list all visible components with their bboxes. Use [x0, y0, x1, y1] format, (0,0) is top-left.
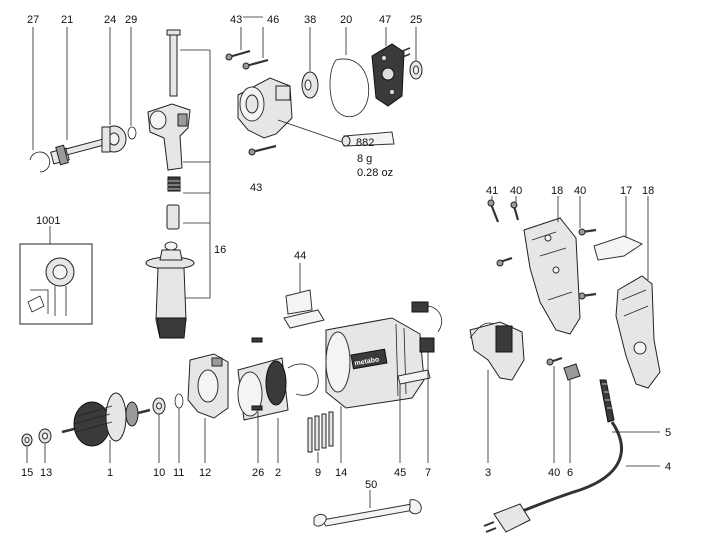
sleeve [166, 204, 180, 230]
callout-26: 26 [252, 467, 264, 479]
screw-46-top [242, 16, 269, 70]
callout-18-right: 18 [642, 185, 654, 197]
insulator-45 [397, 369, 431, 385]
ring-29 [127, 27, 137, 140]
switch-3 [469, 321, 525, 381]
handle-half-18-left [523, 217, 581, 335]
ball-bearing-24 [101, 27, 127, 153]
gear-38 [301, 27, 319, 99]
retaining-ring-27 [29, 27, 51, 173]
callout-17: 17 [620, 185, 632, 197]
handle-half-18-right [615, 275, 661, 389]
grease-tube [277, 119, 395, 147]
side-handle [145, 241, 195, 339]
washer-15 [21, 433, 33, 447]
label-plate-44 [283, 263, 325, 329]
callout-20: 20 [340, 14, 352, 26]
callout-2: 2 [275, 467, 281, 479]
callout-16: 16 [214, 244, 226, 256]
armature-1 [61, 392, 151, 447]
screw-43-top [225, 27, 251, 61]
callout-4: 4 [665, 461, 671, 473]
callout-21: 21 [61, 14, 73, 26]
callout-29: 29 [125, 14, 137, 26]
screw-43-bottom [248, 144, 277, 156]
callout-12: 12 [199, 467, 211, 479]
callout-6: 6 [567, 467, 573, 479]
grease-weight-g: 8 g [357, 153, 372, 165]
callout-5: 5 [665, 427, 671, 439]
plug [483, 503, 531, 533]
bearing-plate-47 [371, 27, 411, 107]
screw-40-right [578, 228, 597, 300]
inset-box-1001 [19, 226, 93, 325]
callout-14: 14 [335, 467, 347, 479]
callout-15: 15 [21, 467, 33, 479]
callout-1: 1 [107, 467, 113, 479]
callout-40-right: 40 [574, 185, 586, 197]
callout-7: 7 [425, 467, 431, 479]
callout-9: 9 [315, 467, 321, 479]
screw-40-side [496, 256, 513, 267]
callout-labels: 27 21 24 29 43 46 38 20 47 25 882 8 g 0.… [21, 14, 671, 491]
bearing-25 [409, 27, 423, 80]
callout-18-left: 18 [551, 185, 563, 197]
callout-bracket-16 [180, 49, 211, 299]
gear-housing-clamp [147, 103, 191, 171]
power-cord-4 [519, 421, 623, 514]
spindle-21 [50, 27, 105, 166]
screw-40-top [510, 201, 520, 221]
callout-44: 44 [294, 250, 306, 262]
callout-3: 3 [485, 467, 491, 479]
screw-41 [487, 199, 500, 223]
field-coil-2 [237, 337, 319, 421]
cable-sleeve-5 [599, 379, 615, 423]
callout-24: 24 [104, 14, 116, 26]
callout-43-bottom: 43 [250, 182, 262, 194]
leader-lines [26, 196, 660, 508]
callout-40-bottom: 40 [548, 467, 560, 479]
callout-43-top: 43 [230, 14, 242, 26]
callout-47: 47 [379, 14, 391, 26]
grease-weight-oz: 0.28 oz [357, 167, 393, 179]
compression-spring [167, 176, 181, 192]
brushes-9 [307, 411, 334, 453]
cover-17 [593, 235, 644, 261]
callout-1001: 1001 [36, 215, 60, 227]
callout-50: 50 [365, 479, 377, 491]
brand-mark: metabo [354, 356, 380, 367]
callout-41: 41 [486, 185, 498, 197]
grease-code: 882 [356, 137, 374, 149]
bearing-10 [152, 397, 166, 415]
callout-45: 45 [394, 467, 406, 479]
washer-13 [38, 428, 52, 444]
screw-40-bottom [546, 356, 563, 366]
brush-holder-12 [187, 353, 229, 419]
wrench-50 [313, 499, 422, 527]
motor-housing-14 [325, 317, 425, 409]
callout-10: 10 [153, 467, 165, 479]
gasket-20 [329, 27, 370, 118]
callout-38: 38 [304, 14, 316, 26]
callout-40-top: 40 [510, 185, 522, 197]
callout-13: 13 [40, 467, 52, 479]
cable-clamp-6 [563, 363, 581, 381]
ring-11 [174, 393, 184, 409]
callout-11: 11 [173, 467, 184, 479]
callout-46: 46 [267, 14, 279, 26]
callout-27: 27 [27, 14, 39, 26]
depth-stop-rod [166, 29, 181, 97]
callout-25: 25 [410, 14, 422, 26]
capacitor-7 [411, 301, 442, 353]
gear-cover-housing [237, 77, 293, 139]
